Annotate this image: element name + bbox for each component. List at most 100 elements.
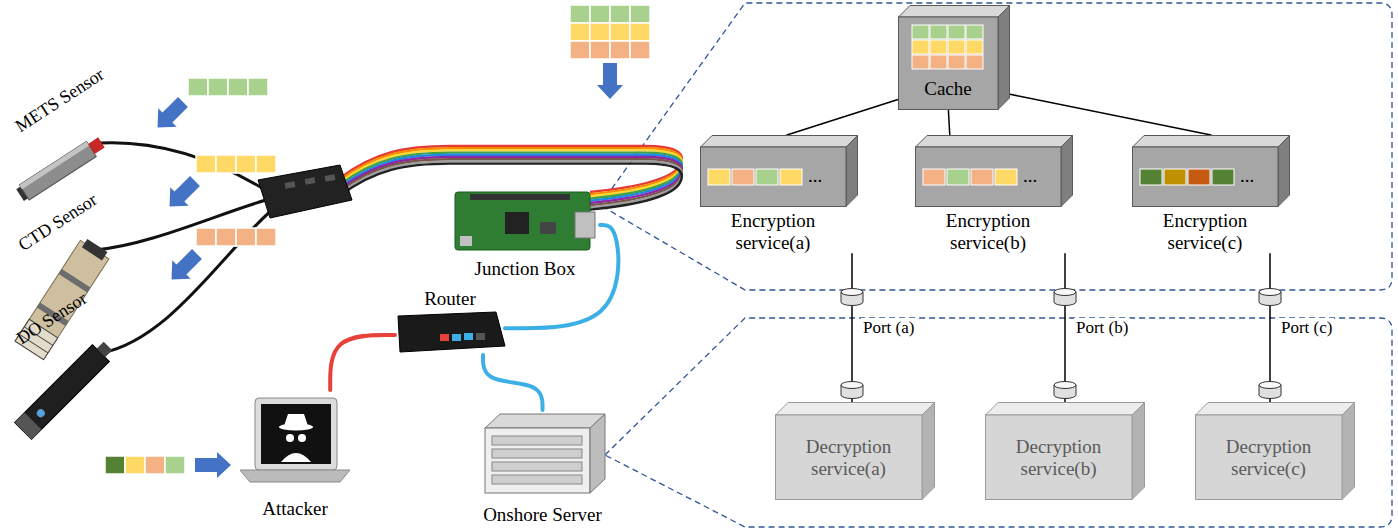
data-grid	[590, 23, 610, 41]
cuboid-front	[1196, 415, 1343, 500]
ellipsis-mark: ...	[1023, 166, 1059, 186]
cuboid-top	[1196, 403, 1355, 416]
sensor-label: DO Sensor	[13, 288, 91, 349]
node-label: Attacker	[262, 498, 327, 520]
cuboid-side	[1278, 136, 1290, 207]
data-strip	[105, 456, 125, 474]
decryption-service: Decryption service(b)	[985, 402, 1145, 500]
mets-sensor	[19, 141, 89, 189]
data-grid	[610, 23, 630, 41]
decryption-service: Decryption service(a)	[775, 402, 935, 500]
encryption-service: ...Encryption service(b)	[915, 135, 1073, 254]
port-label: Port (a)	[861, 318, 916, 338]
callout-region	[605, 318, 1392, 527]
ctd-sensor	[59, 269, 91, 293]
node-label: Encryption service(c)	[1143, 210, 1267, 254]
ctd-sensor	[82, 239, 108, 260]
label-holder: METS Sensor	[12, 64, 108, 137]
laptop	[298, 434, 306, 442]
cuboid-side	[922, 403, 935, 500]
node-label: Decryption service(b)	[998, 436, 1120, 480]
data-strip	[256, 228, 276, 246]
usb-hub	[285, 181, 296, 189]
data-strip	[236, 155, 256, 173]
data-cell	[912, 40, 929, 54]
port-cylinder	[841, 382, 863, 389]
sensor-label: METS Sensor	[12, 64, 108, 137]
raspberry-pi-board	[455, 192, 590, 250]
data-grid	[630, 23, 650, 41]
server-device	[485, 414, 605, 493]
router: Router	[395, 288, 505, 355]
laptop	[286, 434, 294, 442]
data-grid	[630, 41, 650, 59]
port-cylinder	[1259, 382, 1281, 389]
laptop	[240, 470, 350, 482]
server-device	[492, 449, 582, 458]
block-arrow	[148, 93, 192, 137]
data-strip	[228, 78, 248, 96]
port-cylinder	[1054, 382, 1076, 399]
router-device	[452, 334, 461, 341]
data-cell	[1164, 169, 1186, 185]
data-grid	[630, 5, 650, 23]
router-device	[398, 312, 505, 352]
cuboid-top	[899, 6, 1010, 18]
node-label: Onshore Server	[483, 504, 602, 526]
edge-label-holder: Port (a)	[861, 318, 916, 338]
cuboid-shape	[700, 135, 858, 207]
raspberry-pi-board	[455, 192, 595, 250]
data-cell	[948, 40, 965, 54]
cuboid-top	[1133, 136, 1290, 148]
raspberry-pi-board	[470, 194, 570, 200]
data-cell	[912, 55, 929, 69]
data-strip	[216, 155, 236, 173]
laptop	[240, 398, 350, 482]
callout-region	[600, 3, 1392, 290]
cuboid-top	[986, 403, 1145, 416]
cuboid-side	[1061, 136, 1073, 207]
data-cell	[1140, 169, 1162, 185]
block-arrow	[597, 63, 623, 99]
server-device	[485, 414, 605, 428]
cuboid-side	[1342, 403, 1355, 500]
onshore-server: Onshore Server	[475, 410, 610, 526]
port-cylinder	[1054, 289, 1076, 306]
data-cell	[1212, 169, 1234, 185]
node-label: Encryption service(a)	[711, 210, 835, 254]
data-cell	[923, 169, 945, 185]
cuboid-side	[998, 6, 1010, 110]
laptop	[261, 404, 331, 464]
raspberry-pi-board	[575, 212, 595, 238]
data-strip	[236, 228, 256, 246]
data-strip	[196, 228, 216, 246]
data-cell	[995, 169, 1017, 185]
usb-hub	[305, 177, 316, 185]
cache-link	[948, 110, 949, 135]
data-strip	[125, 456, 145, 474]
router-device	[398, 312, 505, 352]
data-cell	[930, 25, 947, 39]
data-grid	[610, 5, 630, 23]
laptop	[281, 453, 311, 462]
sensor-wire	[101, 210, 272, 353]
data-cell	[1188, 169, 1210, 185]
data-cell	[966, 55, 983, 69]
cuboid-front	[776, 415, 923, 500]
data-cell	[930, 40, 947, 54]
port-cylinder	[1054, 289, 1076, 296]
do-sensor	[15, 413, 42, 440]
data-strip	[188, 78, 208, 96]
data-grid	[570, 5, 590, 23]
data-strip	[145, 456, 165, 474]
cuboid-side	[1132, 403, 1145, 500]
server-device	[492, 462, 582, 471]
port-label: Port (c)	[1279, 318, 1334, 338]
cuboid-shape	[1132, 135, 1290, 207]
edge-label-holder: Port (c)	[1279, 318, 1334, 338]
server-device	[492, 475, 582, 484]
encryption-service: ...Encryption service(c)	[1132, 135, 1290, 254]
